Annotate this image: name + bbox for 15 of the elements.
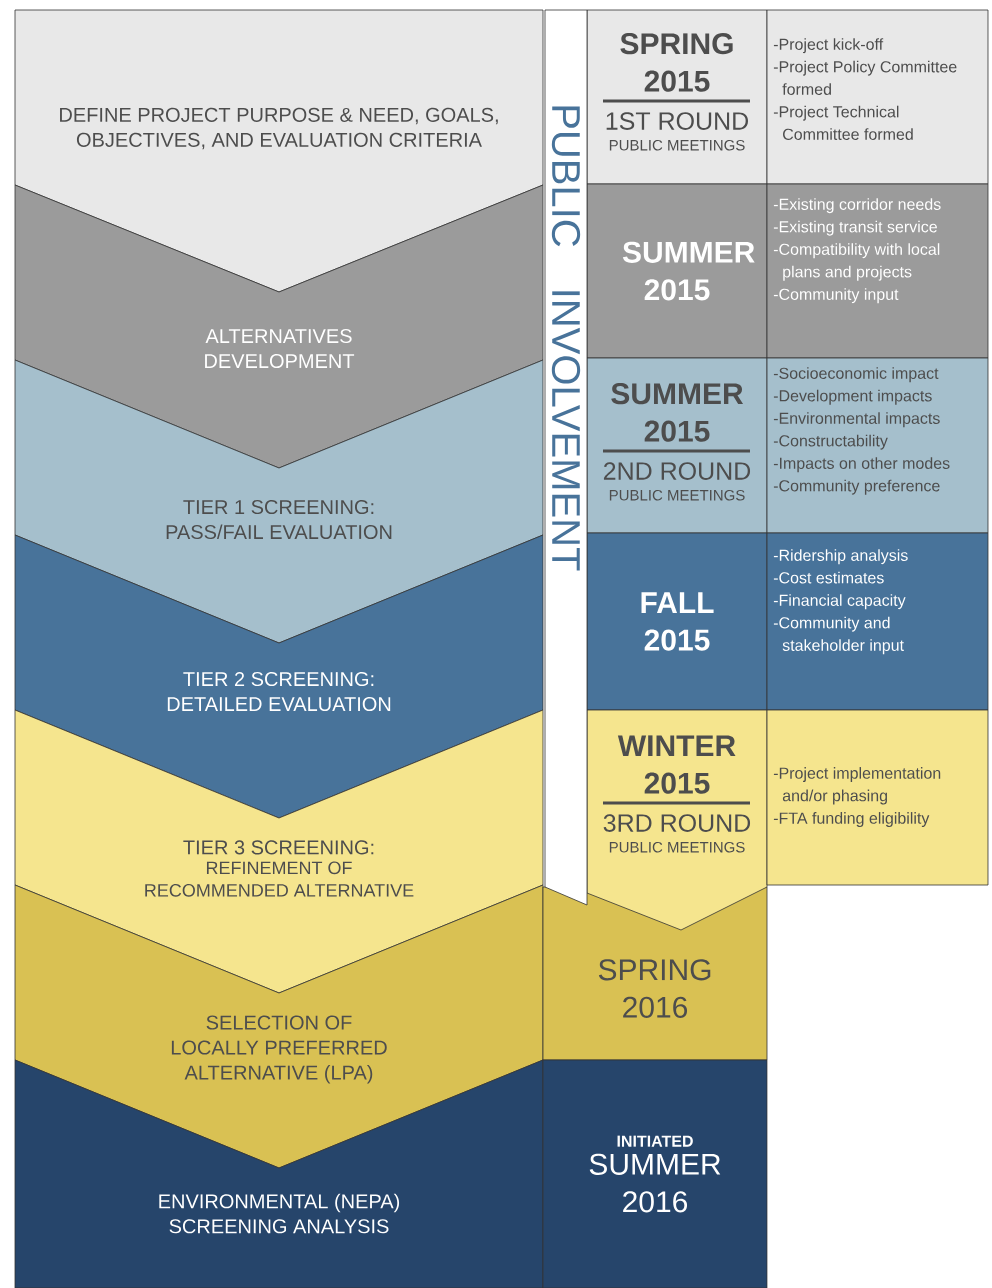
season-box: SPRING 2015 1ST ROUND PUBLIC MEETINGS [586, 9, 768, 185]
node-label: ENVIRONMENTAL (NEPA) SCREENING ANALYSIS [159, 1193, 400, 1234]
description-box: -Existing corridor needs -Existing transit service -Compatibility with local plans and projects -Community input [766, 183, 989, 359]
season-box: FALL 2015 [586, 532, 768, 711]
season-box: SUMMER 2015 [586, 183, 768, 359]
stage-panel: DEFINE PROJECT PURPOSE & NEED, GOALS, OBJECTIVES, AND EVALUATION CRITERIA [14, 9, 544, 293]
description-box: -Project implementation and/or phasing -FTA funding eligibility [766, 709, 989, 886]
season-box: WINTER 2015 3RD ROUND PUBLIC MEETINGS [586, 709, 768, 931]
description-box: -Project kick-off -Project Policy Committee formed -Project Technical Committee formed [766, 9, 989, 185]
season-box: SUMMER 2015 2ND ROUND PUBLIC MEETINGS [586, 357, 768, 534]
description-box: -Ridership analysis -Cost estimates -Financial capacity -Community and stakeholder input [766, 532, 989, 711]
description-box: -Socioeconomic impact -Development impacts -Environmental impacts -Constructability -Impacts on other modes -Community preference [766, 357, 989, 534]
vertical-banner: PUBLIC INVOLVEMENT [544, 9, 588, 906]
stage-panel: ALTERNATIVES DEVELOPMENT [14, 184, 544, 469]
season-box: INITIATED SUMMER 2016 [542, 1059, 768, 1288]
